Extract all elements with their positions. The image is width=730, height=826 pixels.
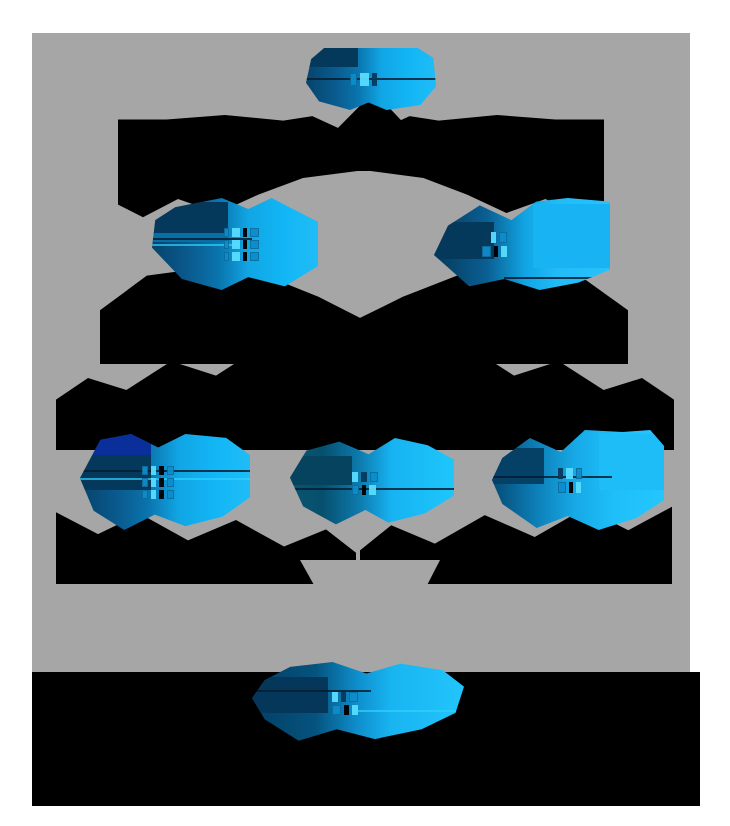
node-level1-b-scanline [504,277,610,280]
node-level2-b[interactable] [290,438,454,525]
node-level2-c-scanline [492,476,613,478]
node-level1-a-scanline-2 [152,244,239,246]
node-level1-b[interactable] [434,198,610,290]
node-level2-a-scanline-2 [80,478,250,481]
node-root-tear [306,48,358,67]
node-level1-b-tear-cyan [532,203,610,268]
node-level2-c-tear-cyan [598,434,664,490]
node-level2-b-tear-dark [290,456,353,485]
node-level1-a[interactable] [152,198,318,290]
node-leaf-scanline-2 [358,709,464,712]
node-level1-a-tear-mid [152,232,229,243]
node-level1-a-scanline-1 [152,238,252,241]
node-leaf-tear-dark [252,676,329,713]
node-leaf-scanline-1 [252,689,371,692]
node-level2-b-scanline [290,488,454,491]
node-root[interactable] [306,48,436,110]
node-level2-a-scanline-1 [80,470,250,473]
node-leaf[interactable] [252,662,464,741]
node-root-scanline [306,77,436,80]
node-level2-a[interactable] [80,434,250,530]
node-level2-c[interactable] [492,430,664,530]
